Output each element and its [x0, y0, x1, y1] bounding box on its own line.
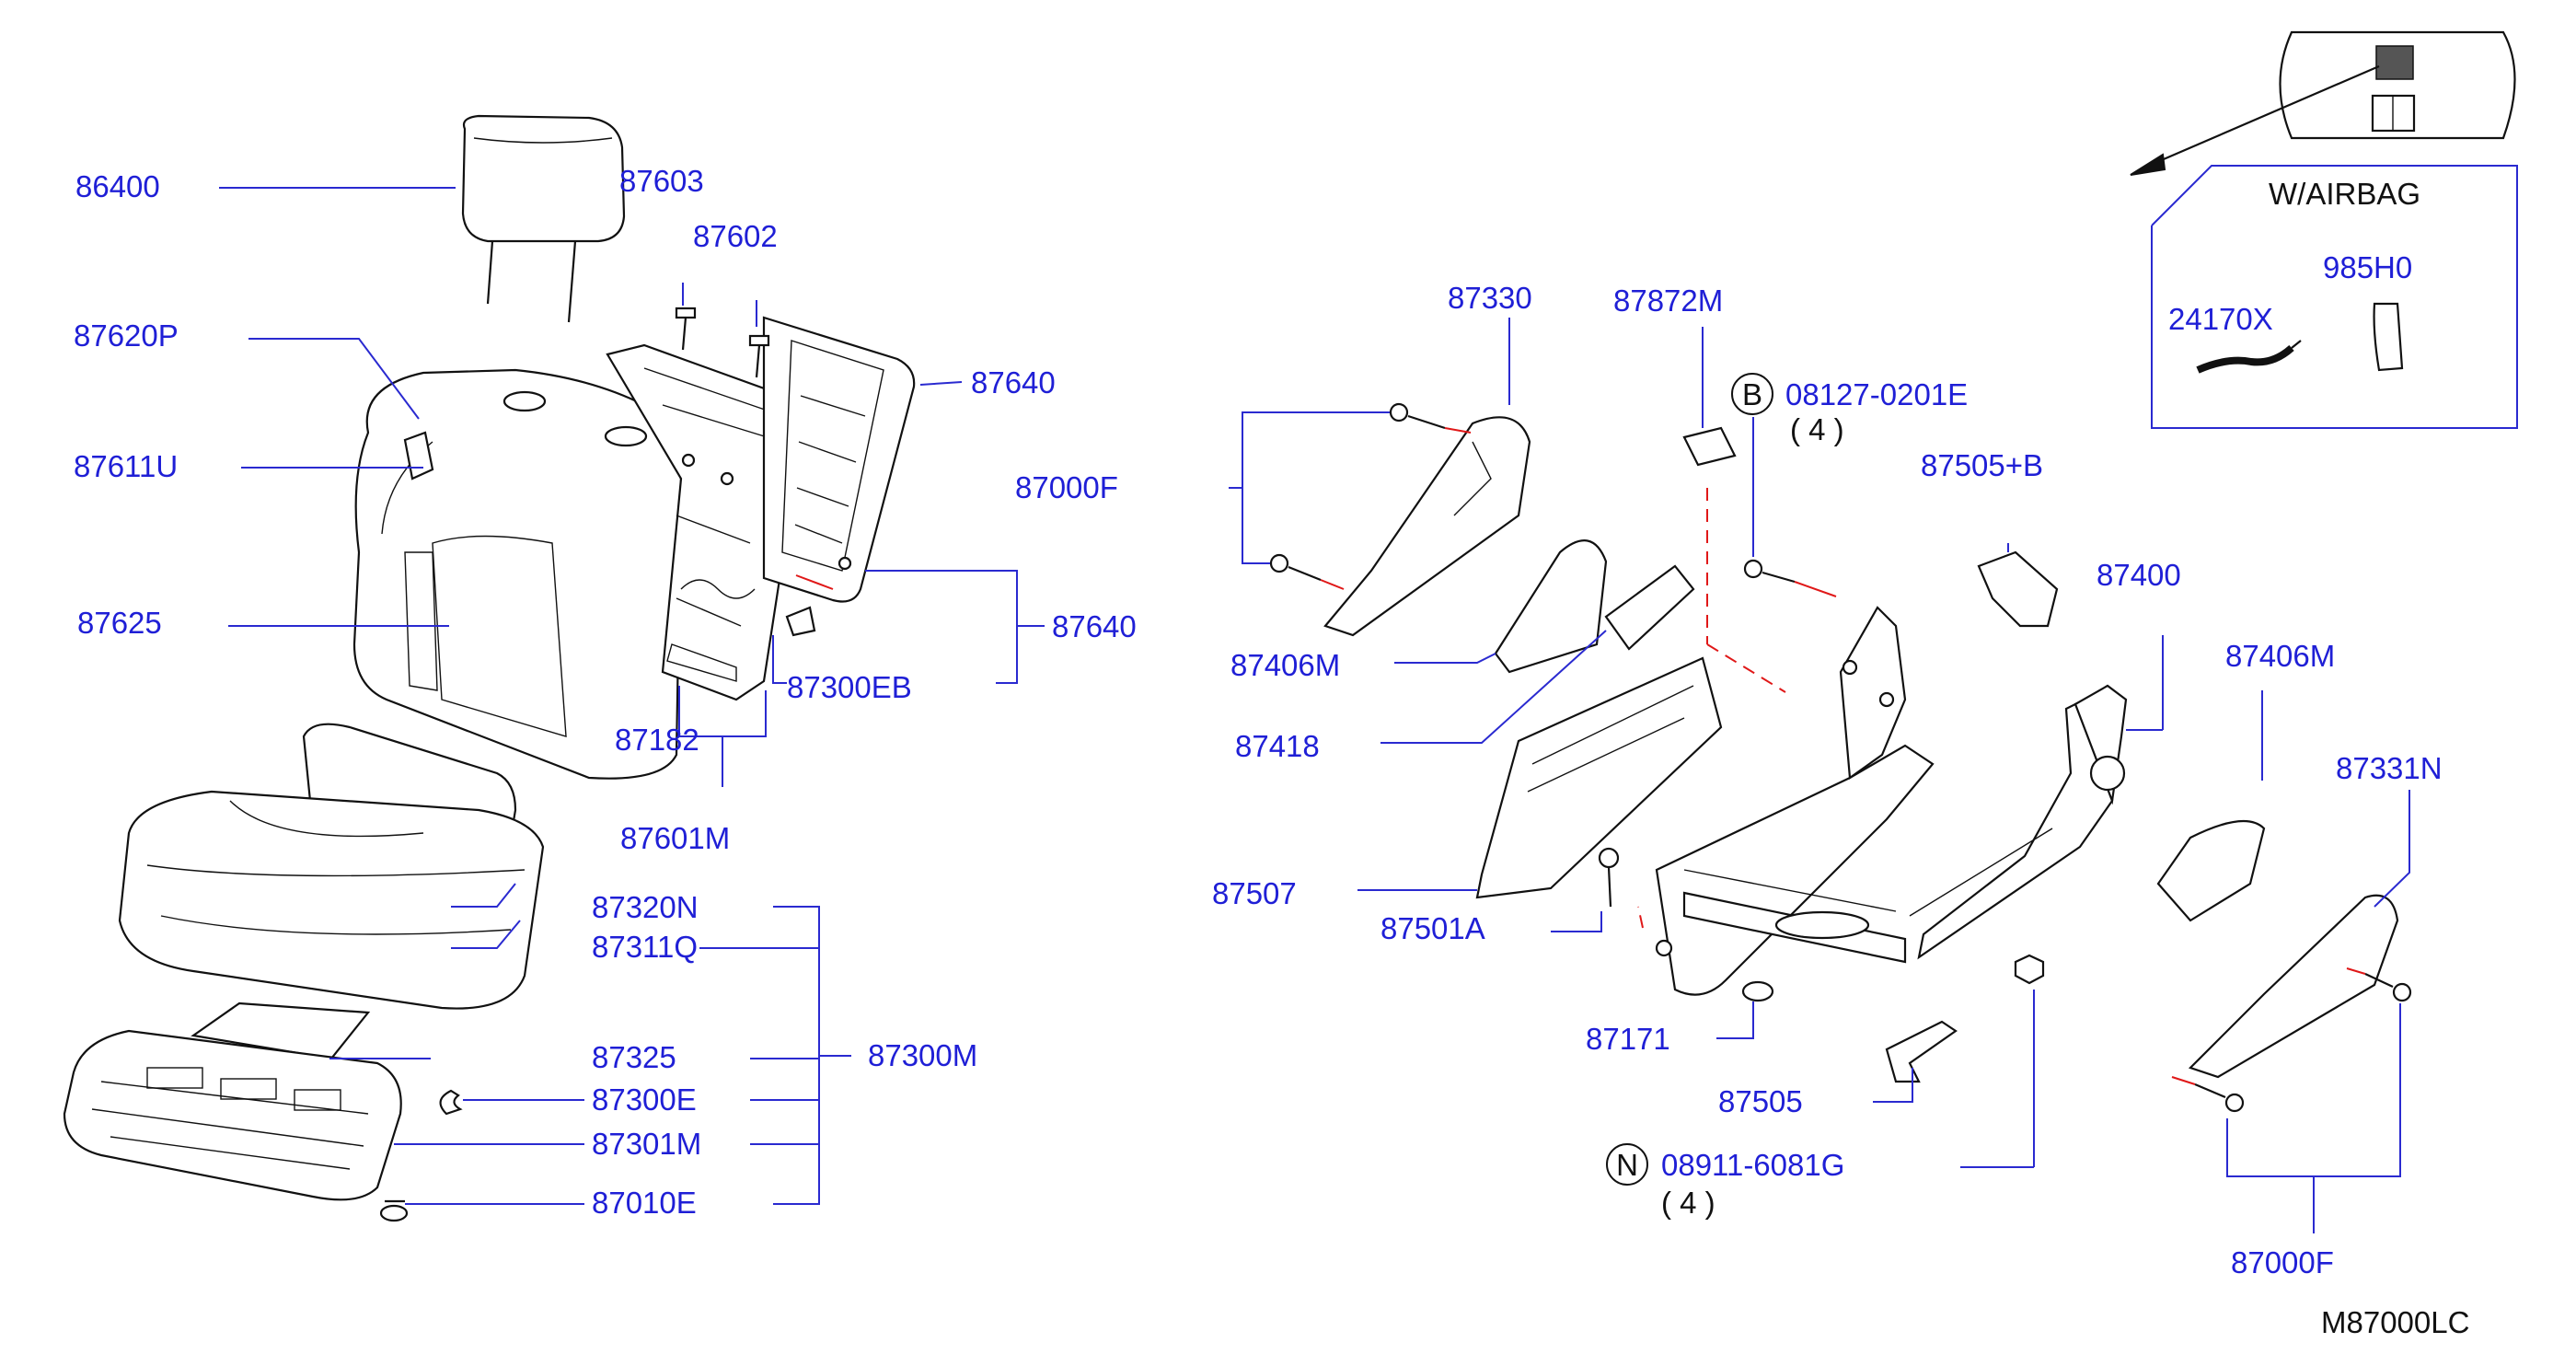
trim-87418 — [1604, 564, 1695, 651]
bolt-b-08127 — [1743, 559, 1796, 584]
label-87331n: 87331N — [2336, 751, 2443, 785]
label-87000f-left: 87000F — [1015, 470, 1118, 504]
left-leaders — [219, 187, 1045, 1205]
label-985h0: 985H0 — [2323, 250, 2412, 284]
recliner-cover-87331n — [2188, 894, 2399, 1079]
label-87620p: 87620P — [74, 318, 179, 353]
airbag-harness-24170x — [2196, 340, 2302, 374]
bolt-87000f-right-lower — [2194, 1082, 2245, 1113]
airbag-sensor-985h0 — [2373, 302, 2404, 372]
label-86400: 86400 — [75, 169, 160, 203]
label-87603: 87603 — [619, 164, 704, 198]
label-87406m-right: 87406M — [2225, 639, 2335, 673]
label-87505b: 87505+B — [1921, 448, 2043, 482]
label-87625: 87625 — [77, 606, 162, 640]
seat-back-frame — [606, 343, 812, 701]
label-87872m: 87872M — [1613, 284, 1723, 318]
label-87171: 87171 — [1586, 1022, 1670, 1056]
seat-location-icon — [2130, 30, 2516, 176]
label-87601m: 87601M — [620, 821, 730, 855]
fastener-n-callout: N 08911-6081G ( 4 ) — [1606, 1143, 1844, 1220]
label-87000f-right: 87000F — [2231, 1245, 2334, 1279]
bolt-87602 — [748, 334, 770, 378]
label-87330: 87330 — [1448, 281, 1532, 315]
label-87505: 87505 — [1718, 1084, 1803, 1118]
clip-87300eb — [785, 606, 816, 637]
bolt-87000f-right-upper — [2364, 973, 2412, 1002]
fastener-n-symbol: N — [1616, 1148, 1638, 1182]
fastener-b-qty: ( 4 ) — [1790, 412, 1844, 446]
seat-back-cushion — [352, 368, 683, 780]
red-guides — [1320, 427, 2366, 1085]
pad-87872m — [1682, 426, 1737, 467]
recliner-cover-87330 — [1323, 416, 1531, 637]
fastener-b-code: 08127-0201E — [1785, 377, 1968, 411]
headrest — [461, 114, 626, 323]
seat-cushion-frame — [63, 1029, 402, 1201]
label-87611u: 87611U — [74, 449, 178, 483]
bolt-87603 — [675, 307, 697, 351]
bolt-87501a — [1598, 847, 1620, 908]
label-87400: 87400 — [2097, 558, 2181, 592]
label-87640-bottom: 87640 — [1052, 609, 1137, 643]
label-87010e: 87010E — [592, 1186, 697, 1220]
seat-slide-frame — [1655, 606, 2119, 996]
clip-87010e — [379, 1199, 409, 1222]
fastener-n-code: 08911-6081G — [1661, 1148, 1844, 1182]
nut-n-08911 — [2014, 954, 2045, 985]
diagram-code: M87000LC — [2321, 1305, 2469, 1339]
bracket-87505b — [1977, 550, 2059, 628]
label-87507: 87507 — [1212, 876, 1297, 910]
label-87325: 87325 — [592, 1040, 676, 1074]
gear-cover-87406m — [1494, 539, 1608, 674]
bolt-87000f-upper — [1389, 402, 1446, 430]
label-87602: 87602 — [693, 219, 778, 253]
label-87501a: 87501A — [1380, 911, 1485, 945]
middle-leaders — [1229, 318, 2410, 1233]
label-87300eb: 87300EB — [787, 670, 912, 704]
bolt-87000f-lower — [1269, 553, 1322, 582]
label-87418: 87418 — [1235, 729, 1320, 763]
recliner-87400 — [2074, 684, 2128, 805]
label-87301m: 87301M — [592, 1127, 701, 1161]
label-24170x: 24170X — [2168, 302, 2273, 336]
fastener-b-symbol: B — [1742, 377, 1762, 411]
side-cover-87507 — [1475, 656, 1723, 899]
label-87300e: 87300E — [592, 1082, 697, 1117]
label-87300m: 87300M — [868, 1038, 977, 1072]
airbag-inset-box: W/AIRBAG 24170X 985H0 — [2151, 165, 2518, 429]
seat-cushion — [118, 723, 545, 1010]
label-87320n: 87320N — [592, 890, 699, 924]
label-87406m-left: 87406M — [1230, 648, 1340, 682]
clip-87300e — [439, 1089, 463, 1116]
fastener-n-qty: ( 4 ) — [1661, 1186, 1715, 1220]
bracket-87505 — [1885, 1020, 1958, 1083]
label-87640-top: 87640 — [971, 365, 1056, 399]
label-87182: 87182 — [615, 723, 699, 757]
seat-back-board — [762, 316, 916, 603]
fastener-b-callout: B 08127-0201E ( 4 ) — [1731, 373, 1968, 446]
airbag-label: W/AIRBAG — [2269, 177, 2420, 211]
spacer-87171 — [1741, 980, 1774, 1002]
label-87311q: 87311Q — [592, 930, 698, 964]
gear-cover-87406m-right — [2156, 819, 2266, 922]
